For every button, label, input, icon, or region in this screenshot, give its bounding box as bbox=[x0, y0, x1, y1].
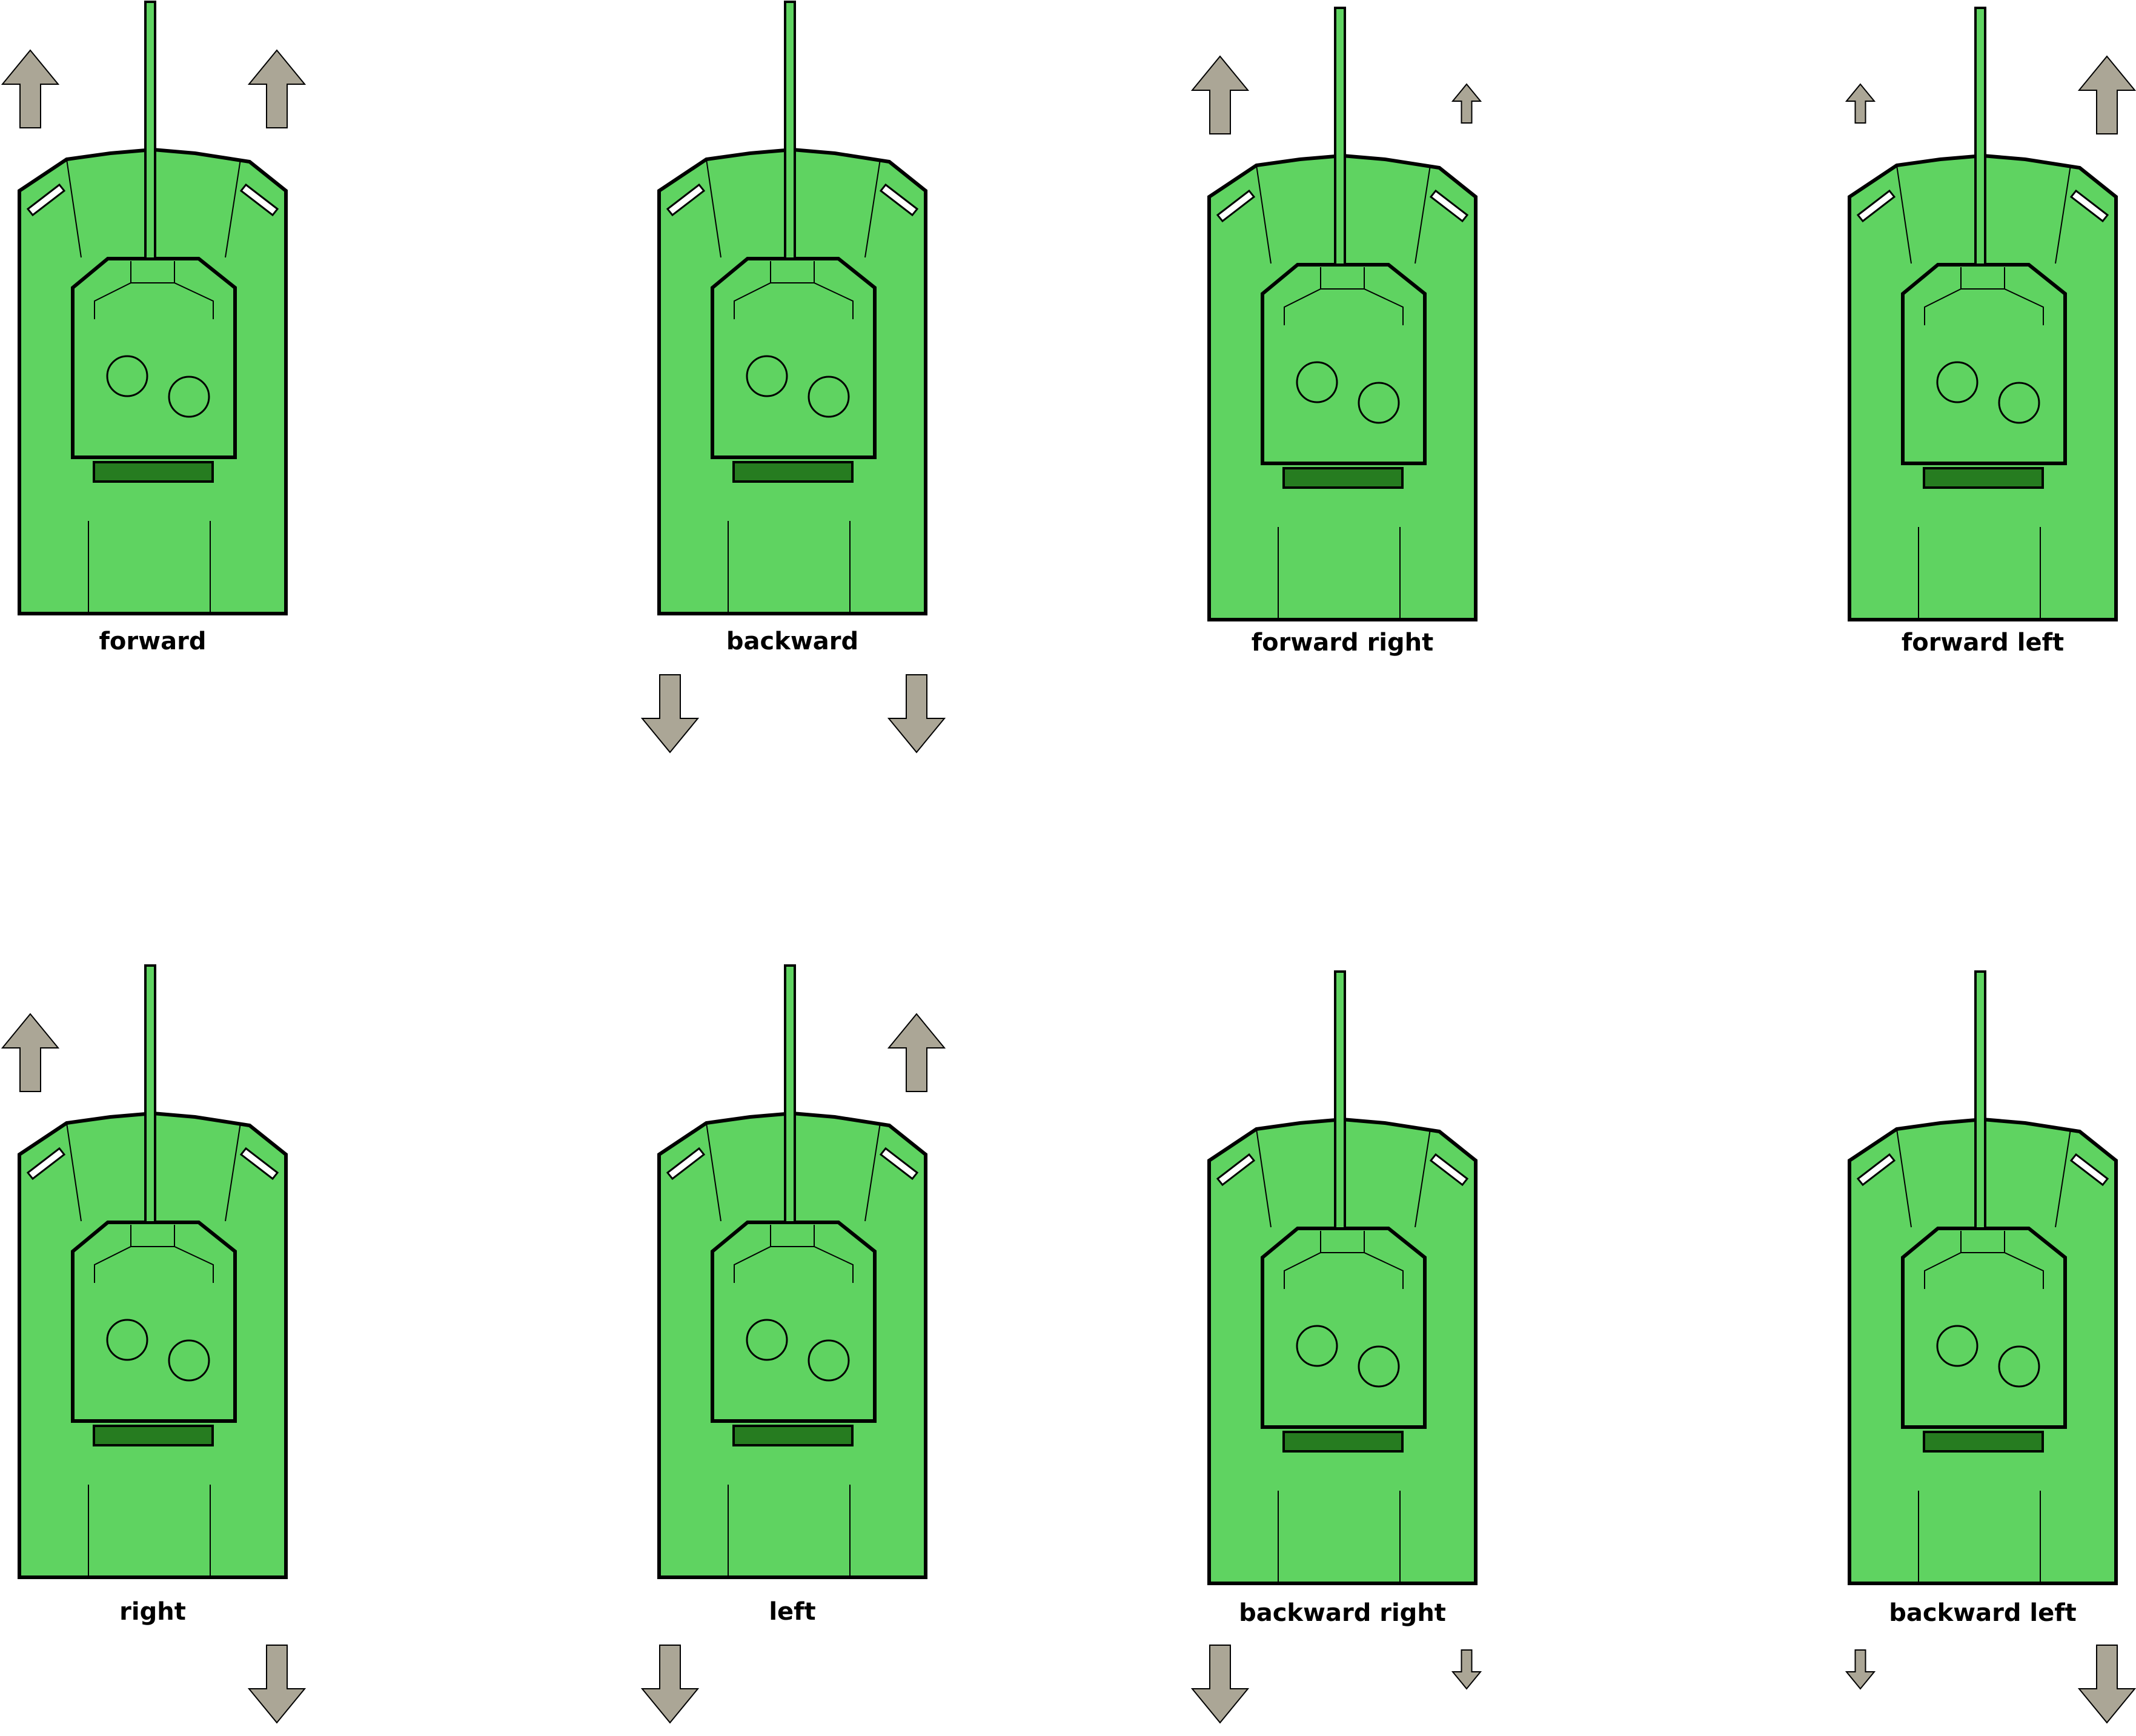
right-track-arrow-up-icon bbox=[887, 1013, 946, 1092]
right-track-arrow-down-icon bbox=[2077, 1645, 2136, 1724]
panel-backward-left: backward left bbox=[1845, 972, 2136, 1724]
panel-left: left bbox=[640, 966, 946, 1724]
panel-forward-right: forward right bbox=[1190, 8, 1482, 657]
panel-label: right bbox=[119, 1598, 186, 1626]
right-track-arrow-down-icon bbox=[1451, 1649, 1482, 1690]
right-track-arrow-down-icon bbox=[247, 1645, 307, 1724]
panel-backward-right: backward right bbox=[1190, 972, 1482, 1724]
tank-icon bbox=[19, 2, 286, 614]
panel-forward-left: forward left bbox=[1845, 8, 2136, 657]
left-track-arrow-down-icon bbox=[640, 1645, 700, 1724]
panel-label: left bbox=[769, 1598, 815, 1626]
panel-label: forward bbox=[99, 628, 207, 655]
left-track-arrow-up-icon bbox=[1, 1013, 60, 1092]
left-track-arrow-down-icon bbox=[1190, 1645, 1250, 1724]
panel-label: backward left bbox=[1889, 1599, 2077, 1627]
panel-label: backward right bbox=[1239, 1599, 1446, 1627]
tank-icon bbox=[1209, 972, 1476, 1583]
panel-forward: forward bbox=[1, 2, 307, 655]
tank-icon bbox=[19, 966, 286, 1577]
panel-label: backward bbox=[726, 628, 858, 655]
left-track-arrow-up-icon bbox=[1845, 83, 1876, 124]
tank-icon bbox=[1849, 972, 2116, 1583]
right-track-arrow-up-icon bbox=[247, 49, 307, 128]
panel-right: right bbox=[1, 966, 307, 1724]
panel-label: forward left bbox=[1902, 629, 2064, 657]
left-track-arrow-up-icon bbox=[1190, 55, 1250, 134]
tank-icon bbox=[659, 966, 926, 1577]
right-track-arrow-down-icon bbox=[887, 674, 946, 754]
panel-backward: backward bbox=[640, 2, 946, 754]
panel-label: forward right bbox=[1252, 629, 1434, 657]
left-track-arrow-up-icon bbox=[1, 49, 60, 128]
tank-icon bbox=[1209, 8, 1476, 620]
right-track-arrow-up-icon bbox=[1451, 83, 1482, 124]
tank-icon bbox=[659, 2, 926, 614]
left-track-arrow-down-icon bbox=[1845, 1649, 1876, 1690]
tank-icon bbox=[1849, 8, 2116, 620]
right-track-arrow-up-icon bbox=[2077, 55, 2136, 134]
left-track-arrow-down-icon bbox=[640, 674, 700, 754]
